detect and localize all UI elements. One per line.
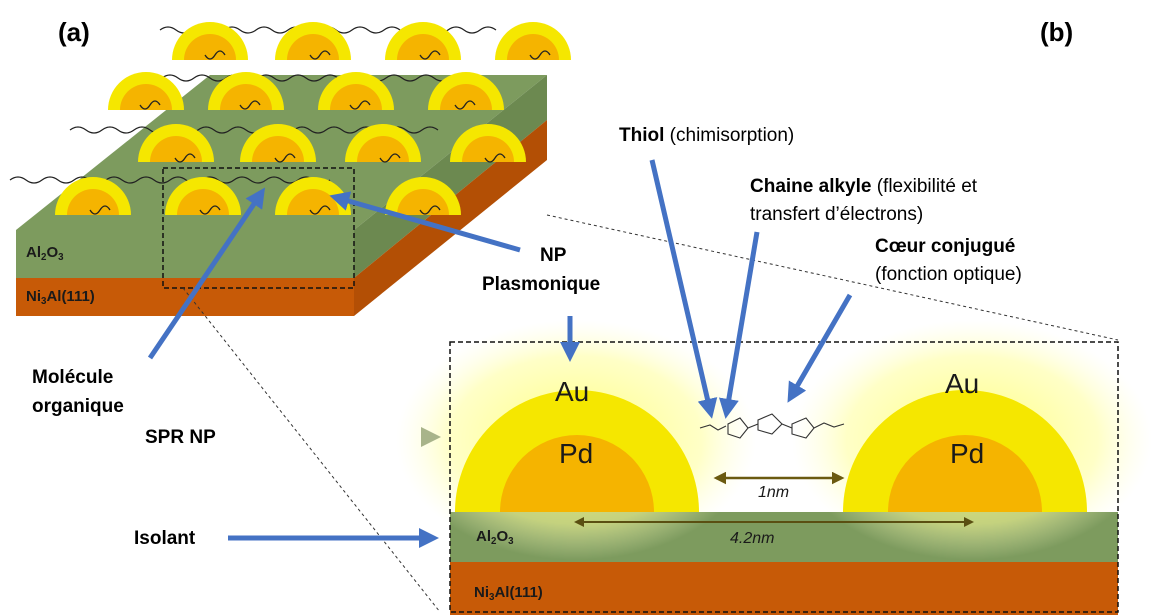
zoom-line-upper (546, 214, 1119, 341)
arrow-alkyl (718, 231, 760, 419)
molecule-label-line2: organique (32, 396, 124, 417)
thiol-title: Thiol (619, 125, 665, 146)
thiol-desc: (chimisorption) (664, 125, 795, 146)
arrow-thiol (649, 159, 718, 419)
core-desc: (fonction optique) (875, 264, 1022, 285)
cross-oxide-label: Al2O3 (476, 528, 514, 547)
pd-label-left: Pd (559, 438, 594, 469)
alkyl-title: Chaine alkyle (750, 176, 872, 197)
np-label-line2: Plasmonique (482, 274, 601, 295)
cross-substrate (450, 562, 1118, 615)
slab-oxide-label: Al2O3 (26, 244, 64, 263)
pd-label-right: Pd (950, 438, 985, 469)
np-small (345, 124, 421, 162)
np-small (240, 124, 316, 162)
cross-substrate-label: Ni3Al(111) (474, 584, 543, 603)
alkyl-label: Chaine alkyle (flexibilité et (750, 176, 977, 198)
molecule-bridge (699, 413, 845, 439)
zoom-region-box (162, 167, 355, 289)
np-small (428, 72, 504, 110)
np-small (275, 22, 351, 60)
nanoparticle-array (55, 22, 571, 215)
spr-label: SPR NP (145, 427, 216, 448)
insulator-label: Isolant (134, 528, 196, 549)
span-dimension-label: 4.2nm (730, 530, 775, 547)
arrow-molecule (147, 187, 266, 360)
molecule-squiggles (89, 50, 551, 215)
np-small (138, 124, 214, 162)
molecule-label-line1: Molécule (32, 367, 114, 388)
thiol-label: Thiol (chimisorption) (619, 125, 794, 147)
panel-b-frame (449, 341, 1119, 613)
np-small (108, 72, 184, 110)
slab-front-oxide (16, 230, 354, 280)
panel-a-label: (a) (58, 17, 90, 47)
np-small (165, 177, 241, 215)
au-label-right: Au (945, 368, 980, 399)
alkyl-label-line2: transfert d’électrons) (750, 204, 924, 225)
panel-b-label: (b) (1040, 17, 1074, 47)
slab-substrate-label: Ni3Al(111) (26, 288, 95, 307)
alkyl-desc: (flexibilité et (871, 176, 978, 197)
np-small (385, 22, 461, 60)
np-small (385, 177, 461, 215)
np-small (450, 124, 526, 162)
np-label-line1: NP (540, 245, 567, 266)
np-small (55, 177, 131, 215)
annotation-arrows (147, 159, 853, 548)
np-small (495, 22, 571, 60)
arrow-core (787, 293, 853, 403)
np-large-left (455, 390, 699, 512)
np-small (172, 22, 248, 60)
core-title: Cœur conjugué (875, 236, 1016, 257)
np-large-right (843, 390, 1087, 512)
arrow-np-plasmonique (329, 191, 521, 253)
gap-dimension-label: 1nm (758, 484, 790, 501)
slab-side-substrate (354, 120, 547, 316)
au-label-left: Au (555, 376, 590, 407)
zoom-line-lower (182, 287, 441, 613)
